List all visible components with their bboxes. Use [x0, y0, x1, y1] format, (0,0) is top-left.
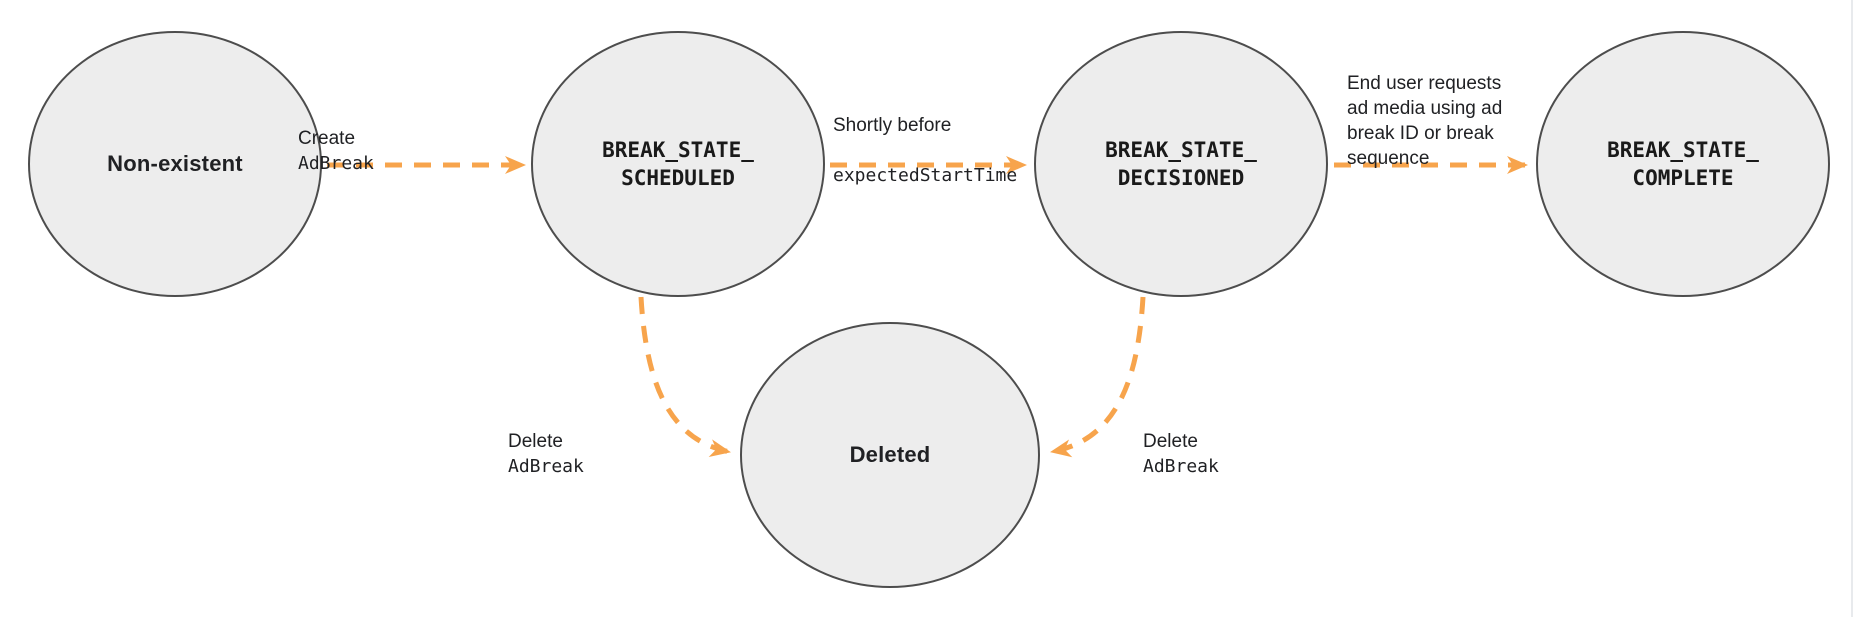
- edge-label-delete-adbreak-right: Delete AdBreak: [1143, 404, 1219, 479]
- edge-label-shortly-code-text: expectedStartTime: [833, 165, 1018, 186]
- arrow-delete-adbreak-from-scheduled: [638, 296, 731, 458]
- edge-label-delete-adbreak-left: Delete AdBreak: [508, 404, 584, 479]
- state-label-break-state-decisioned: BREAK_STATE_ DECISIONED: [1105, 138, 1257, 190]
- state-label-break-state-scheduled: BREAK_STATE_ SCHEDULED: [602, 138, 754, 190]
- edge-label-end-user-text: End user requests ad media using ad brea…: [1347, 73, 1503, 169]
- page-edge-line: [1851, 0, 1853, 617]
- arrow-delete-adbreak-from-decisioned: [1050, 296, 1146, 458]
- state-node-break-state-complete: BREAK_STATE_ COMPLETE: [1536, 31, 1830, 297]
- edge-label-create-code-text: AdBreak: [298, 153, 374, 174]
- state-label-deleted: Deleted: [849, 442, 931, 467]
- state-node-deleted: Deleted: [740, 322, 1040, 588]
- state-node-break-state-decisioned: BREAK_STATE_ DECISIONED: [1034, 31, 1328, 297]
- edge-label-delete-left-code-text: AdBreak: [508, 456, 584, 477]
- edge-label-create-adbreak: Create AdBreak: [298, 101, 374, 176]
- edge-label-create-plain-text: Create: [298, 128, 356, 149]
- edge-label-shortly-before: Shortly before expectedStartTime: [833, 88, 1017, 213]
- state-label-break-state-complete: BREAK_STATE_ COMPLETE: [1607, 138, 1759, 190]
- state-node-non-existent: Non-existent: [28, 31, 322, 297]
- state-label-non-existent: Non-existent: [107, 151, 243, 176]
- edge-label-delete-right-plain-text: Delete: [1143, 431, 1198, 452]
- state-node-break-state-scheduled: BREAK_STATE_ SCHEDULED: [531, 31, 825, 297]
- edge-label-shortly-plain-text: Shortly before: [833, 115, 952, 136]
- edge-label-end-user-requests: End user requests ad media using ad brea…: [1347, 46, 1502, 171]
- edge-label-delete-right-code-text: AdBreak: [1143, 456, 1219, 477]
- edge-label-delete-left-plain-text: Delete: [508, 431, 563, 452]
